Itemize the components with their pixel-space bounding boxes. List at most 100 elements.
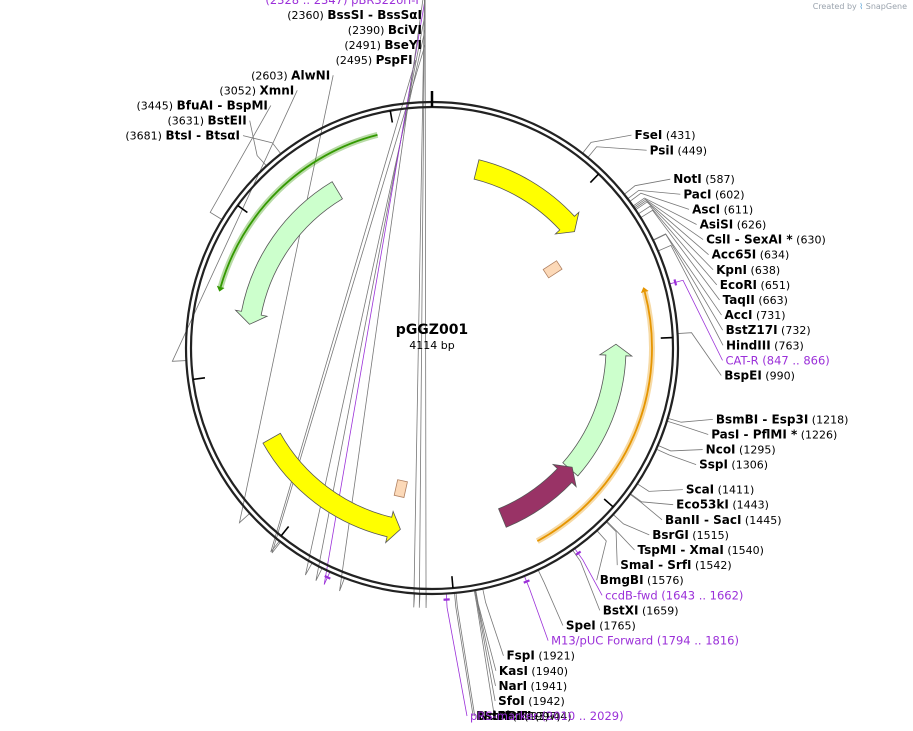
restriction-site-label: (2495) PspFI	[336, 53, 413, 67]
tick-mark	[192, 377, 206, 381]
site-text: BstEII	[208, 114, 247, 128]
primer-binding-mark	[673, 279, 678, 286]
label-leader	[305, 29, 426, 576]
restriction-site-label: NarI (1941)	[499, 679, 568, 693]
site-text: (1997)	[521, 710, 561, 723]
restriction-site-label: PacI (602)	[683, 187, 744, 201]
site-text: (763)	[771, 339, 804, 352]
restriction-site-label: AsiSI (626)	[700, 217, 767, 231]
site-text: (1940)	[528, 665, 568, 678]
restriction-site-label: BstZ17I (732)	[726, 323, 811, 337]
site-text: BtsI - BtsαI	[165, 129, 240, 143]
restriction-site-label: (2360) BssSI - BssSαI	[287, 8, 422, 22]
label-leader	[454, 592, 474, 717]
restriction-site-label: BsrGI (1515)	[652, 528, 729, 542]
snapgene-logo-icon: ⌇	[859, 2, 864, 11]
site-text: FseI	[634, 128, 662, 142]
site-text: (1942)	[525, 695, 565, 708]
label-leader	[630, 493, 674, 506]
site-text: Eco53kI	[676, 498, 729, 512]
site-text: (2360)	[287, 9, 327, 22]
restriction-site-label: (2603) AlwNI	[251, 68, 330, 82]
site-text: (1540)	[724, 544, 764, 557]
credit-brand: SnapGene	[865, 2, 907, 11]
label-leader	[445, 593, 468, 717]
site-labels: FseI (431)PsiI (449)NotI (587)PacI (602)…	[125, 0, 848, 723]
label-leader	[474, 590, 496, 702]
label-leader	[657, 244, 724, 346]
label-leader	[572, 549, 601, 611]
restriction-site-label: FspI (1921)	[506, 649, 574, 663]
label-leader	[482, 588, 504, 656]
site-text: (3445)	[137, 99, 177, 112]
label-leader	[656, 448, 697, 466]
primer-label: ccdB-fwd (1643 .. 1662)	[605, 588, 743, 602]
plasmid-name: pGGZ001	[396, 322, 468, 338]
site-text: PspFI	[376, 53, 413, 67]
label-leader	[653, 233, 724, 331]
primer-binding-mark	[324, 575, 331, 580]
site-text: TspMI - XmaI	[637, 543, 723, 557]
restriction-site-label: AccI (731)	[725, 308, 786, 322]
site-text: FspI	[506, 649, 534, 663]
site-text: (2491)	[344, 39, 384, 52]
primer-text: (2010 .. 2029)	[538, 709, 624, 723]
snapgene-credit: Created by ⌇ SnapGene	[813, 2, 907, 11]
tick-mark	[237, 204, 248, 214]
label-leader	[537, 569, 564, 626]
site-text: AlwNI	[291, 68, 330, 82]
site-text: AscI	[692, 202, 720, 216]
restriction-site-label: (3445) BfuAI - BspMI	[137, 98, 268, 112]
site-text: BsmBI - Esp3I	[716, 412, 808, 426]
restriction-site-label: SfoI (1942)	[498, 694, 565, 708]
site-text: (1921)	[535, 650, 575, 663]
site-text: PsiI	[650, 143, 674, 157]
restriction-site-label: CslI - SexAI * (630)	[706, 233, 826, 247]
restriction-site-label: BstXI (1659)	[603, 603, 679, 617]
site-text: Acc65I	[712, 248, 757, 262]
label-leader	[633, 198, 704, 240]
site-text: ScaI	[686, 483, 714, 497]
restriction-site-label: BspEI (990)	[724, 368, 795, 382]
site-text: (2603)	[251, 69, 291, 82]
label-leader	[623, 178, 671, 195]
site-text: BanII - SacI	[665, 513, 741, 527]
site-text: (626)	[733, 218, 766, 231]
label-leader	[473, 590, 495, 717]
site-text: BciVI	[388, 23, 422, 37]
site-text: BstAPI	[476, 709, 521, 723]
primer-text: (847 .. 866)	[759, 353, 830, 367]
backbone	[184, 91, 680, 596]
primer-text: pBR322ori-F	[351, 0, 422, 7]
label-leader	[249, 120, 267, 167]
restriction-site-label: BmgBI (1576)	[600, 573, 684, 587]
primer-binding-mark	[574, 550, 582, 556]
site-text: CslI - SexAI *	[706, 233, 793, 247]
primer-label: CAT-R (847 .. 866)	[726, 353, 830, 367]
site-text: XmnI	[259, 83, 294, 97]
site-text: (1226)	[797, 428, 837, 441]
orf-arrowhead	[216, 285, 225, 292]
primer-text: (1794 .. 1816)	[653, 634, 739, 648]
primer-label: M13/pUC Forward (1794 .. 1816)	[551, 634, 739, 648]
label-leader	[418, 0, 426, 608]
site-text: (1515)	[689, 529, 729, 542]
orf-arc	[536, 291, 653, 542]
repeat-box	[542, 260, 563, 279]
restriction-site-label: PsiI (449)	[650, 143, 707, 157]
plasmid-size: 4114 bp	[409, 339, 454, 352]
site-text: SfoI	[498, 694, 525, 708]
site-text: BssSI - BssSαI	[327, 8, 422, 22]
site-text: (587)	[702, 173, 735, 186]
site-text: NarI	[499, 679, 528, 693]
label-leader	[424, 0, 427, 608]
label-leader	[271, 44, 426, 554]
restriction-site-label: (3631) BstEII	[167, 114, 246, 128]
restriction-site-label: NcoI (1295)	[706, 443, 776, 457]
site-text: (1944)	[531, 710, 571, 723]
label-leader	[677, 332, 722, 376]
restriction-site-label: (3052) XmnI	[219, 83, 294, 97]
site-text: BspEI	[724, 368, 762, 382]
restriction-site-label: Acc65I (634)	[712, 248, 790, 262]
